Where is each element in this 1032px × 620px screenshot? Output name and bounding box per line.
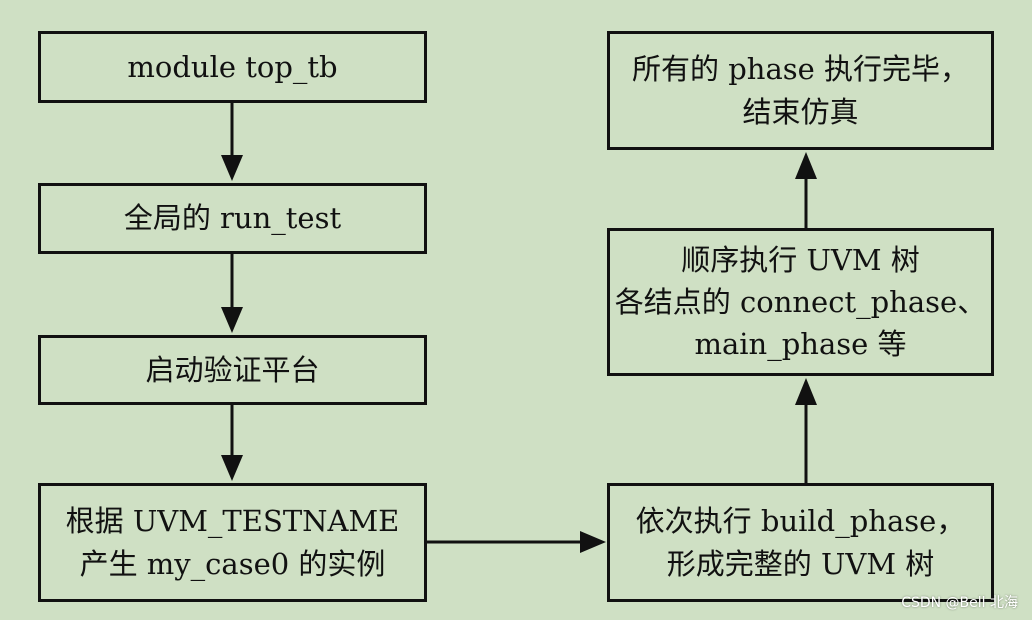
node-finish: 所有的 phase 执行完毕， 结束仿真 — [607, 31, 994, 150]
node-module-top-tb-label: module top_tb — [127, 49, 338, 84]
node-run-phases-label: 顺序执行 UVM 树 各结点的 connect_phase、 main_phas… — [614, 242, 987, 362]
node-run-test-label: 全局的 run_test — [123, 201, 342, 236]
node-build-phase: 依次执行 build_phase， 形成完整的 UVM 树 — [607, 483, 994, 602]
node-run-test: 全局的 run_test — [38, 183, 427, 254]
node-build-phase-label: 依次执行 build_phase， 形成完整的 UVM 树 — [635, 504, 966, 581]
arrow-create-case-to-build-phase — [427, 531, 606, 553]
arrow-run-test-to-start-platform — [221, 254, 243, 333]
node-start-platform-label: 启动验证平台 — [145, 352, 320, 387]
arrow-top-tb-to-run-test — [221, 103, 243, 181]
node-create-case-label: 根据 UVM_TESTNAME 产生 my_case0 的实例 — [65, 504, 400, 581]
node-finish-label: 所有的 phase 执行完毕， 结束仿真 — [631, 52, 969, 129]
arrow-build-phase-to-run-phases — [795, 378, 817, 483]
watermark: CSDN @Bell 北海 — [901, 595, 1018, 611]
arrow-start-platform-to-create-case — [221, 405, 243, 481]
arrow-run-phases-to-finish — [795, 152, 817, 228]
node-start-platform: 启动验证平台 — [38, 335, 427, 405]
node-create-case: 根据 UVM_TESTNAME 产生 my_case0 的实例 — [38, 483, 427, 602]
node-module-top-tb: module top_tb — [38, 31, 427, 103]
node-run-phases: 顺序执行 UVM 树 各结点的 connect_phase、 main_phas… — [607, 228, 994, 376]
